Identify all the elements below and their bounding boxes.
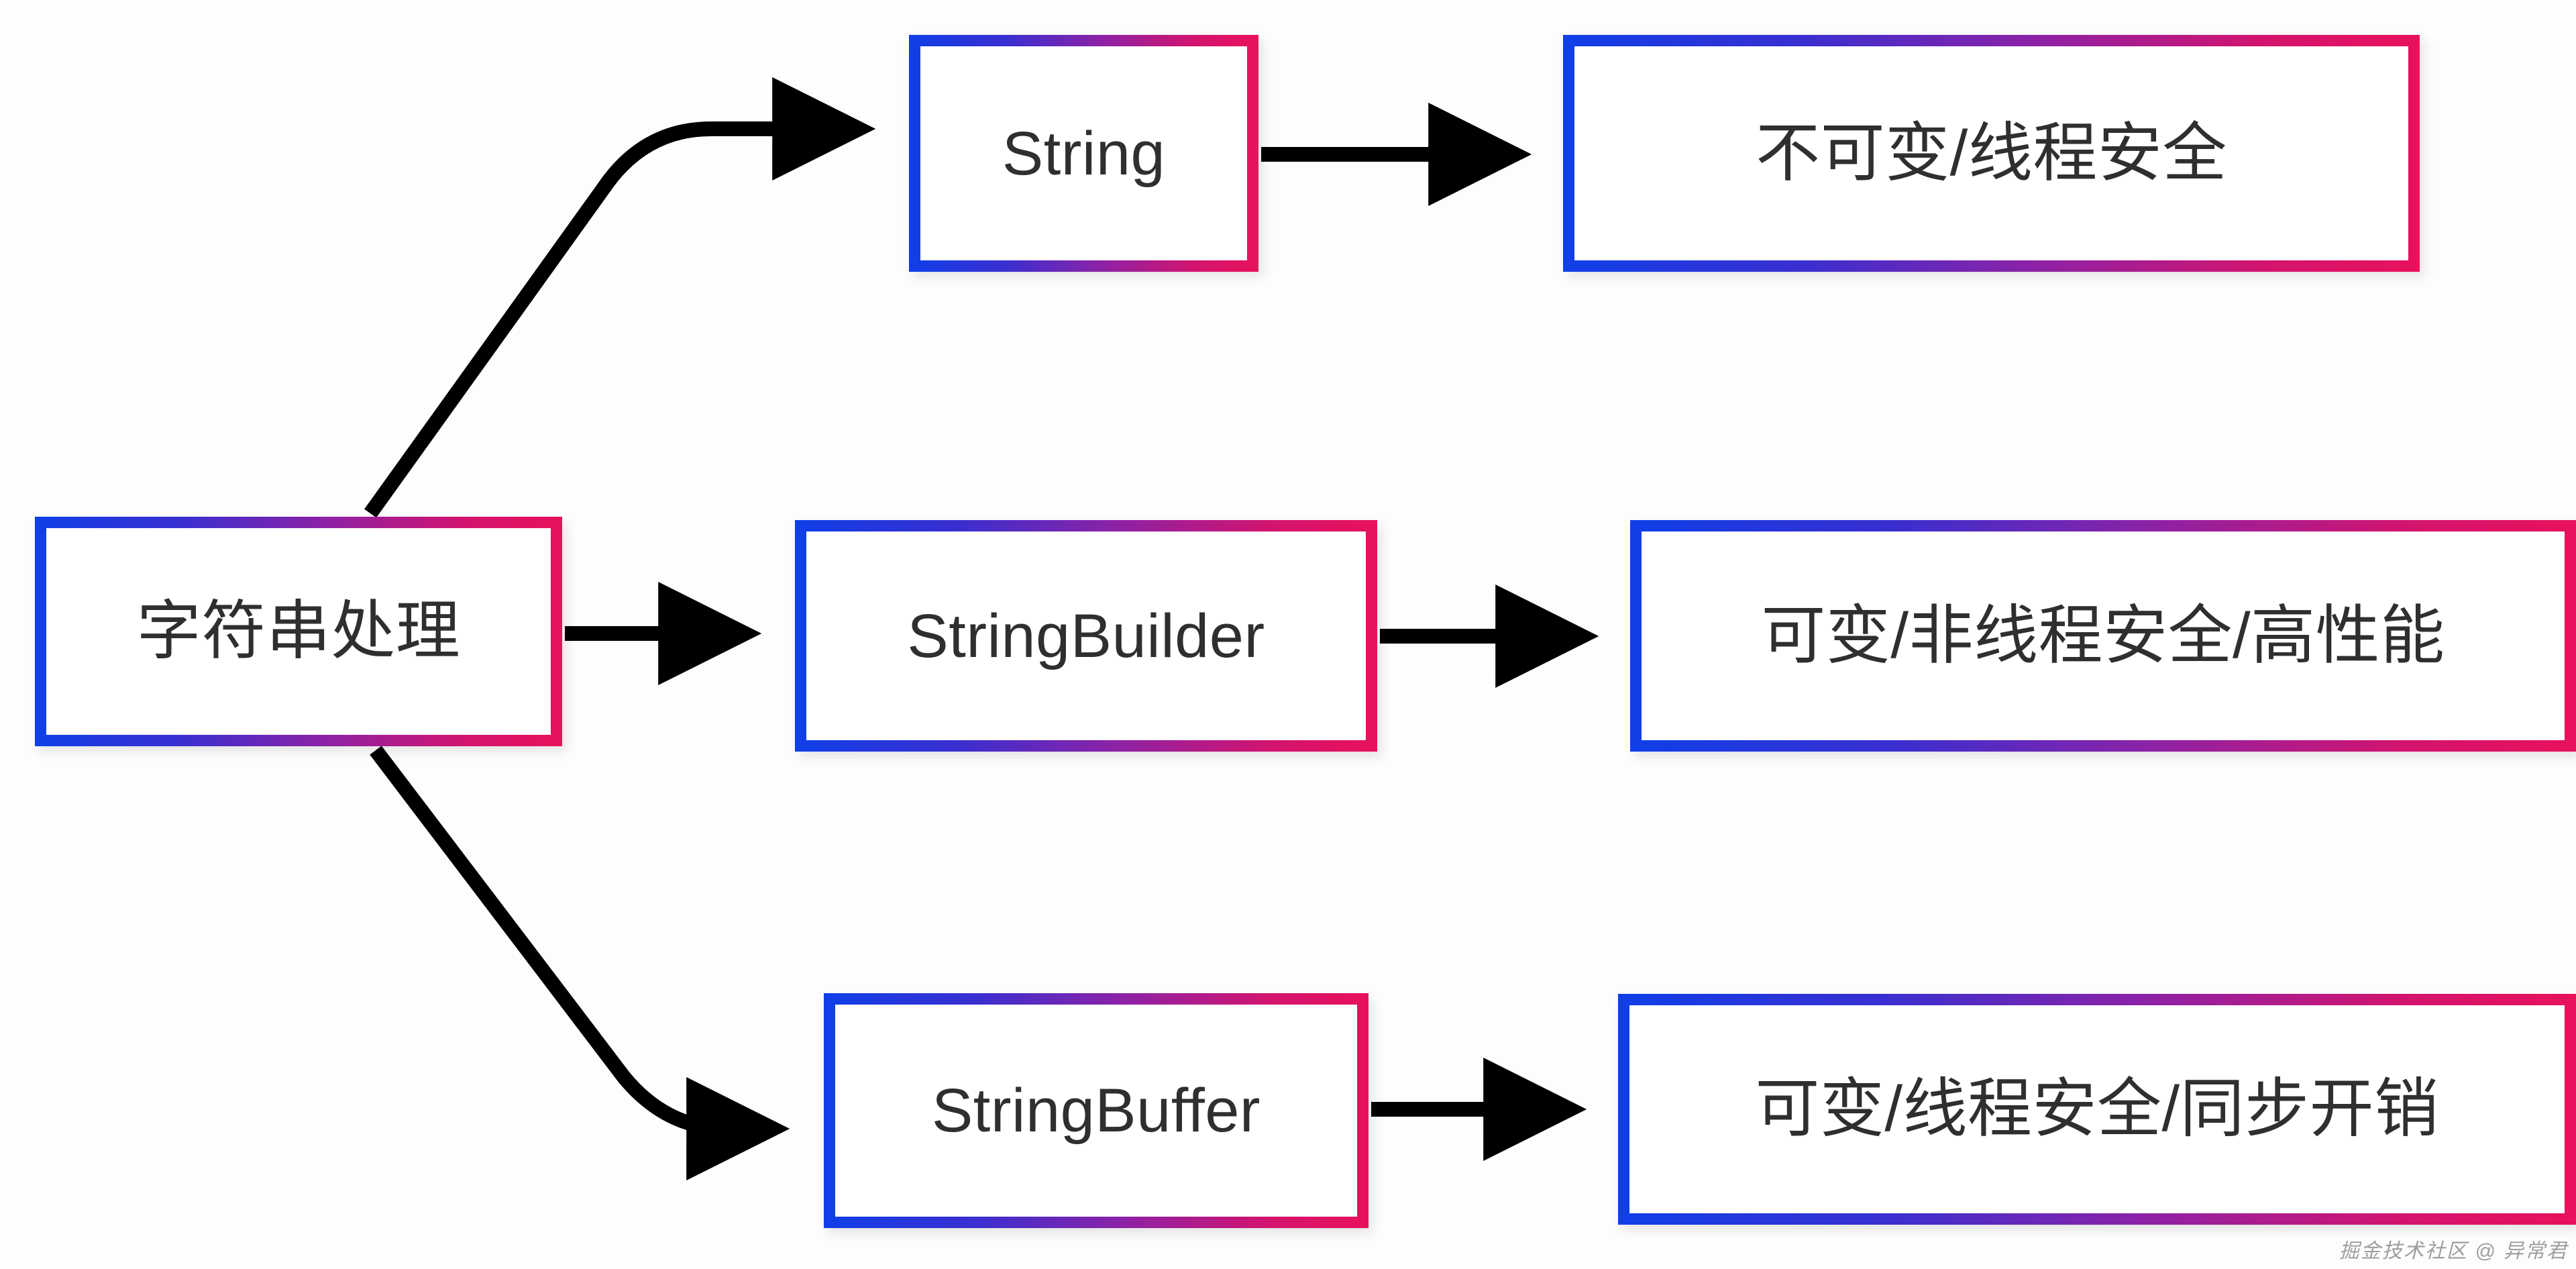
node-stringbuilder-description-label: 可变/非线程安全/高性能 [1761,599,2445,672]
node-string-inner: String [920,46,1247,260]
node-string-label: String [1002,119,1166,188]
node-root-inner: 字符串处理 [46,528,551,735]
node-root[interactable]: 字符串处理 [35,517,562,746]
node-root-label: 字符串处理 [136,595,461,667]
node-string-description-inner: 不可变/线程安全 [1574,46,2408,260]
node-stringbuilder-label: StringBuilder [907,601,1265,670]
node-stringbuilder-inner: StringBuilder [806,531,1366,740]
node-string-description-label: 不可变/线程安全 [1756,117,2227,189]
node-stringbuffer-description-label: 可变/线程安全/同步开销 [1755,1073,2439,1145]
node-string-description[interactable]: 不可变/线程安全 [1563,35,2420,272]
edge-root-to-string [364,77,876,518]
node-stringbuffer-inner: StringBuffer [835,1005,1357,1217]
node-stringbuilder-description-inner: 可变/非线程安全/高性能 [1642,531,2565,740]
node-stringbuilder-description[interactable]: 可变/非线程安全/高性能 [1630,520,2576,752]
node-stringbuffer-label: StringBuffer [931,1076,1261,1145]
node-string[interactable]: String [909,35,1258,272]
watermark: 掘金技术社区 @ 异常君 [2339,1240,2568,1262]
node-stringbuffer[interactable]: StringBuffer [824,993,1368,1228]
node-stringbuffer-description-inner: 可变/线程安全/同步开销 [1629,1005,2565,1213]
edge-root-to-stringbuffer [370,746,790,1180]
node-stringbuilder[interactable]: StringBuilder [795,520,1377,752]
node-stringbuffer-description[interactable]: 可变/线程安全/同步开销 [1618,994,2576,1225]
